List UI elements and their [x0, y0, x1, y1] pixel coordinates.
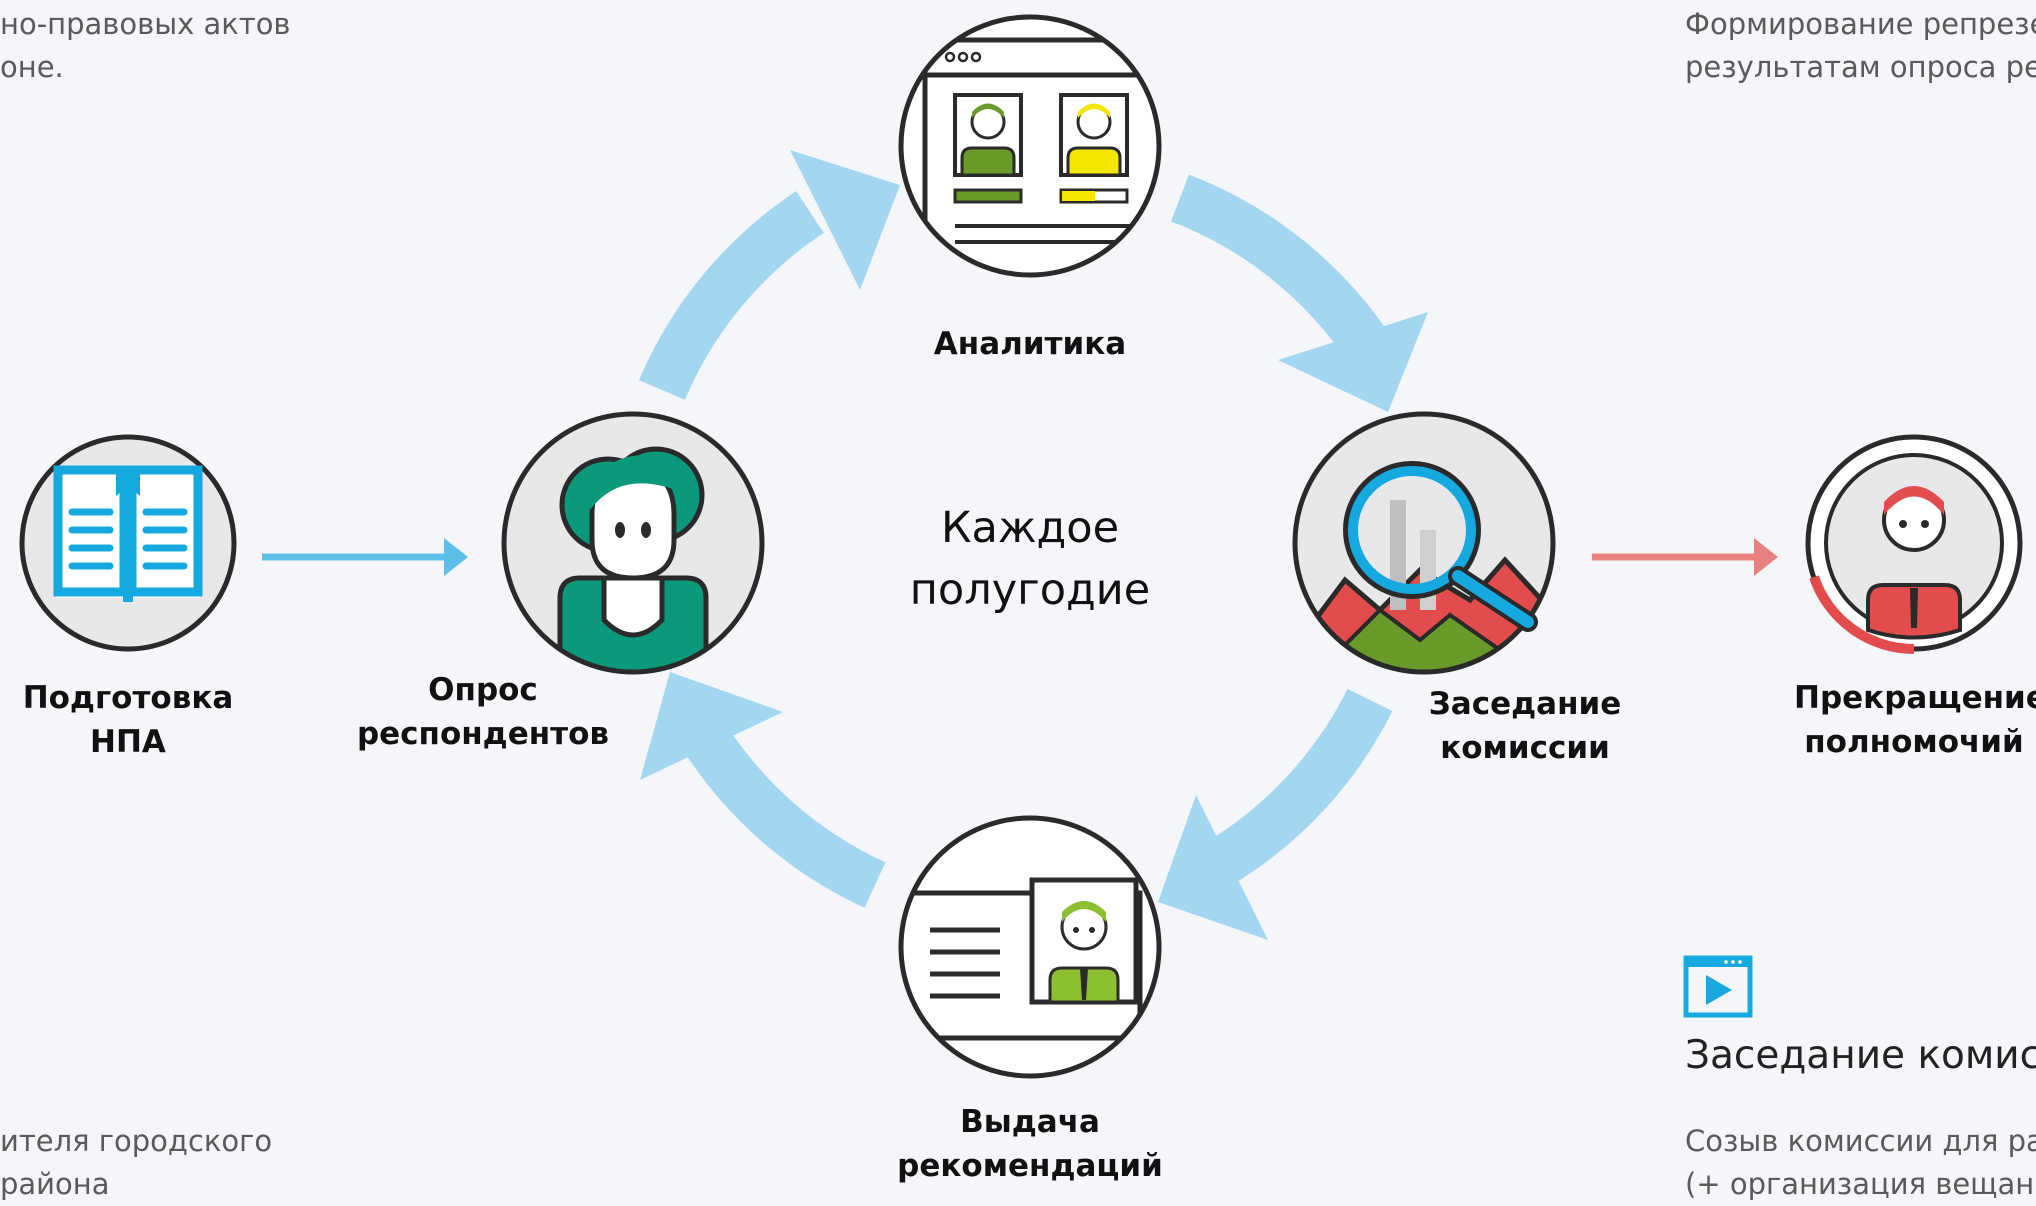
stage-label-line: Заседание — [1428, 686, 1622, 722]
stage-label-analytics: Аналитика — [880, 322, 1180, 366]
stage-label-line: НПА — [90, 724, 166, 760]
stage-label-termination: Прекращение полномочий — [1794, 676, 2036, 764]
video-play-icon[interactable] — [1683, 955, 1753, 1018]
arrow-commission-to-termination — [1592, 538, 1778, 576]
cycle-arrow-recommendations-to-survey — [640, 672, 886, 908]
man-termination-icon — [1805, 434, 2023, 654]
stage-label-line: Опрос — [428, 672, 538, 708]
stage-label-line: рекомендаций — [897, 1148, 1163, 1184]
text-line: (+ организация вещани — [1685, 1167, 2036, 1201]
bottom-right-description: Созыв комиссии для рас (+ организация ве… — [1685, 1120, 2036, 1206]
woman-avatar-icon — [501, 411, 765, 675]
cycle-arrows — [638, 150, 1428, 940]
stage-label-line: Выдача — [960, 1104, 1100, 1140]
stage-label-line: Аналитика — [933, 326, 1127, 362]
profile-card-icon — [898, 815, 1162, 1079]
stage-label-line: Прекращение — [1794, 680, 2036, 716]
cycle-arrow-analytics-to-commission — [1170, 174, 1428, 412]
text-line: результатам опроса рес — [1685, 50, 2036, 84]
stage-label-line: комиссии — [1440, 730, 1610, 766]
analytics-window-icon — [898, 14, 1162, 278]
bottom-left-description: ителя городского района — [0, 1120, 272, 1206]
stage-label-line: полномочий — [1804, 724, 2024, 760]
top-right-description: Формирование репрезе результатам опроса … — [1685, 3, 2036, 89]
text-line: Формирование репрезе — [1685, 7, 2036, 41]
magnifier-chart-icon — [1292, 411, 1556, 675]
cycle-arrow-survey-to-analytics — [638, 150, 900, 400]
book-icon — [19, 434, 237, 652]
text-line: Созыв комиссии для рас — [1685, 1124, 2036, 1158]
text-line: но-правовых актов — [0, 7, 291, 41]
cycle-arrow-commission-to-recommendations — [1158, 688, 1393, 940]
stage-label-commission: Заседание комиссии — [1405, 682, 1645, 770]
stage-label-survey: Опрос респондентов — [348, 668, 618, 756]
cycle-center-label: Каждое полугодие — [880, 497, 1180, 621]
text-line: оне. — [0, 50, 64, 84]
panel-title: Заседание комисс — [1685, 1033, 2036, 1078]
stage-label-recommendations: Выдача рекомендаций — [880, 1100, 1180, 1188]
arrow-npa-to-survey — [262, 538, 468, 576]
text-line: района — [0, 1167, 110, 1201]
stage-label-npa: Подготовка НПА — [8, 676, 248, 764]
cycle-center-line: полугодие — [909, 565, 1151, 615]
stage-label-line: Подготовка — [22, 680, 234, 716]
stage-label-line: респондентов — [356, 716, 610, 752]
cycle-center-line: Каждое — [940, 503, 1120, 553]
text-line: ителя городского — [0, 1124, 273, 1158]
top-left-description: но-правовых актов оне. — [0, 3, 291, 89]
